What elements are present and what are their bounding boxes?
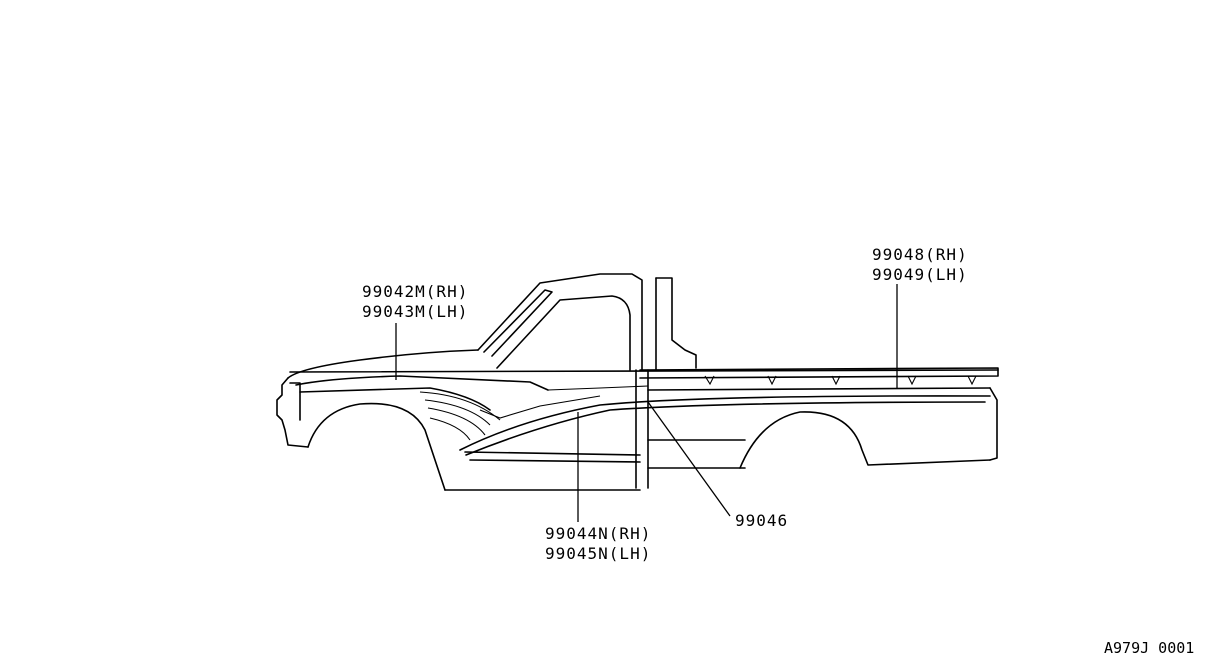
leader-lines	[395, 284, 898, 522]
callout-front-stripe-lh: 99043M(LH)	[362, 302, 468, 321]
callout-center-stripe: 99046	[735, 511, 788, 530]
callout-door-stripe-lh: 99045N(LH)	[545, 544, 651, 563]
leader-center-stripe	[647, 401, 731, 517]
stripe-decals	[419, 385, 991, 463]
truck-body	[276, 273, 999, 491]
callout-bed-stripe-rh: 99048(RH)	[872, 245, 968, 264]
callout-door-stripe-rh: 99044N(RH)	[545, 524, 651, 543]
figure-id: A979J 0001	[1104, 639, 1194, 657]
callout-bed-stripe-lh: 99049(LH)	[872, 265, 968, 284]
callout-front-stripe-rh: 99042M(RH)	[362, 282, 468, 301]
